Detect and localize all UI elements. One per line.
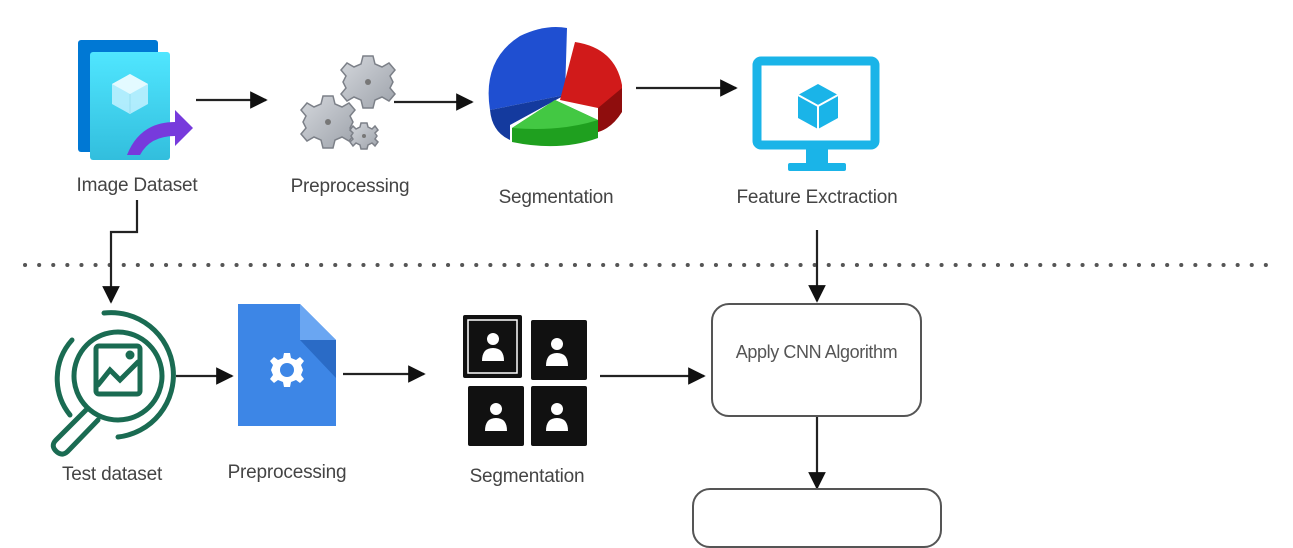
face-grid-icon[interactable] xyxy=(463,315,587,446)
label-preprocessing-train: Preprocessing xyxy=(290,176,410,197)
document-gear-icon[interactable] xyxy=(238,304,336,426)
edge-dataset-to-test xyxy=(102,200,139,304)
diagram-canvas xyxy=(23,27,1272,490)
pie-chart-icon[interactable] xyxy=(488,27,622,147)
gears-icon[interactable] xyxy=(300,55,396,150)
label-feature-extraction: Feature Exctraction xyxy=(736,187,898,208)
next-step-box[interactable] xyxy=(692,488,942,548)
edges xyxy=(102,79,826,490)
apply-cnn-box[interactable]: Apply CNN Algorithm xyxy=(711,303,922,417)
label-segmentation-test: Segmentation xyxy=(469,466,585,487)
label-test-dataset: Test dataset xyxy=(61,464,163,485)
image-dataset-icon[interactable] xyxy=(78,40,193,160)
apply-cnn-label: Apply CNN Algorithm xyxy=(735,341,898,362)
label-segmentation-train: Segmentation xyxy=(498,187,614,208)
label-preprocessing-test: Preprocessing xyxy=(227,462,347,483)
label-image-dataset: Image Dataset xyxy=(76,175,198,196)
image-search-icon[interactable] xyxy=(50,310,176,457)
monitor-cube-icon[interactable] xyxy=(752,56,880,171)
